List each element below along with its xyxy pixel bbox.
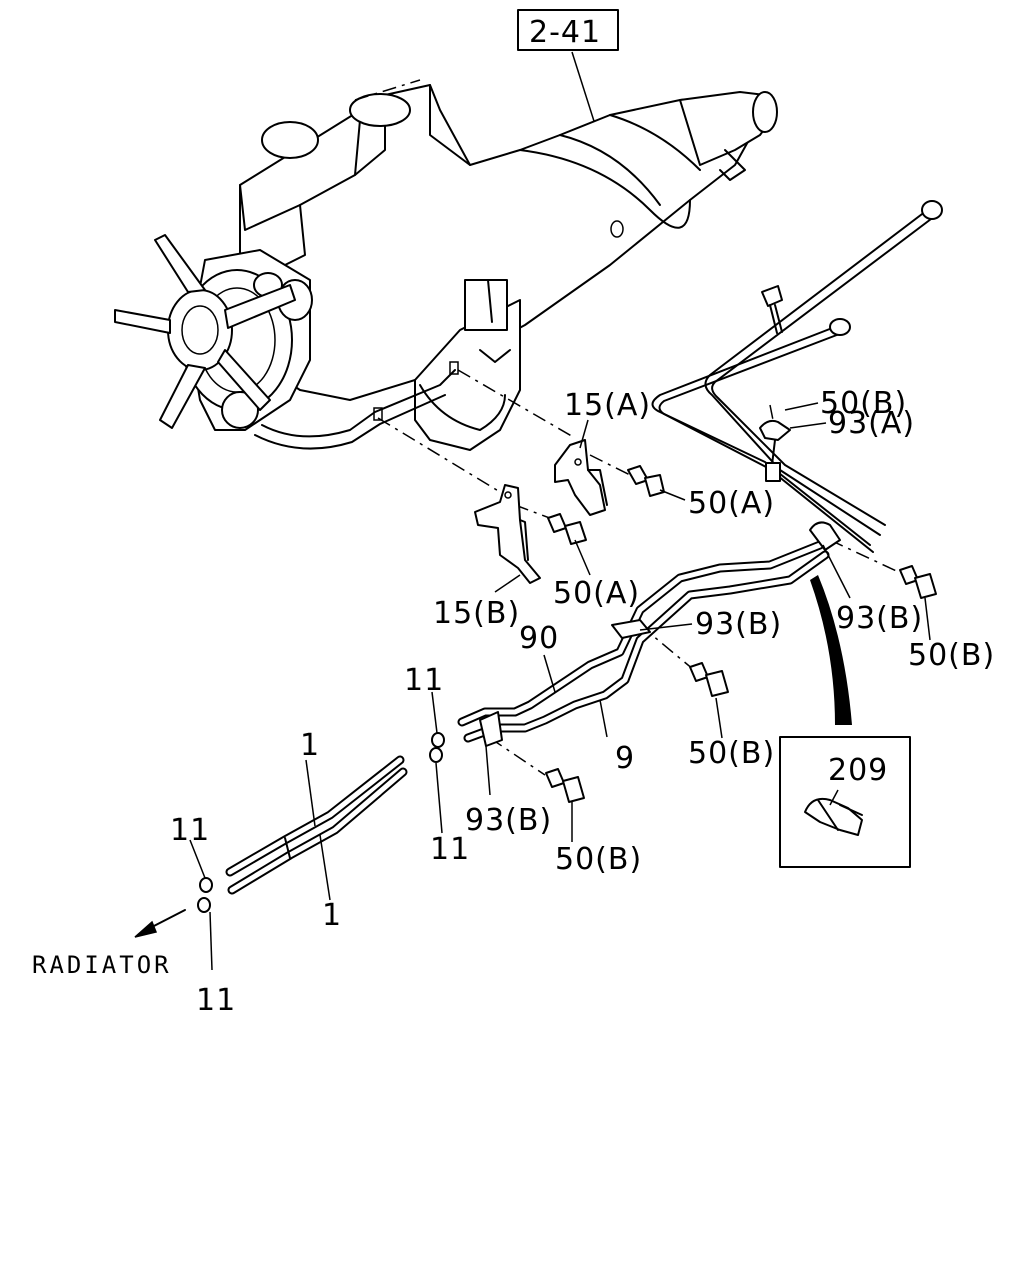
upper-cooler-pipes — [651, 200, 943, 553]
hose-clamp-11-top — [431, 732, 445, 748]
label-50a-lower: 50(A) — [553, 576, 640, 611]
hose-clamp-11-bottom — [197, 897, 211, 913]
label-15b: 15(B) — [433, 596, 520, 631]
label-9: 9 — [615, 741, 635, 776]
label-93b-mid: 93(B) — [695, 607, 782, 642]
cooler-tube-90 — [457, 540, 825, 727]
engine-transmission-assembly — [114, 79, 778, 451]
label-209: 209 — [828, 753, 888, 788]
label-11-left: 11 — [170, 813, 210, 848]
label-93b-low: 93(B) — [465, 803, 552, 838]
clip-93a — [759, 419, 791, 482]
label-1-top: 1 — [300, 728, 320, 763]
leader-lines — [189, 402, 931, 971]
hose-clamp-11-left — [199, 877, 213, 893]
hose-1 — [225, 755, 408, 895]
bolt-50b-mid — [689, 662, 729, 697]
clip-93b-mid — [611, 619, 651, 639]
bracket-15b — [474, 484, 541, 584]
detail-callout-arrow — [810, 575, 852, 725]
label-50b-mid: 50(B) — [688, 736, 775, 771]
label-1-low: 1 — [322, 898, 342, 933]
detail-209-box — [779, 736, 911, 868]
clip-93b-low — [479, 711, 503, 747]
label-radiator: RADIATOR — [32, 951, 172, 979]
bolt-50b-top — [761, 285, 783, 334]
label-50b-top: 50(B) — [820, 386, 907, 421]
bolt-50b-right — [899, 565, 937, 599]
clip-93b-right — [809, 521, 841, 551]
cooler-tube-9 — [463, 550, 830, 743]
label-93a: 93(A) — [828, 406, 915, 441]
part-labels: 15(A) 50(B) 93(A) 50(A) 50(A) 15(B) 90 9… — [32, 386, 995, 1018]
bolt-50b-low — [545, 768, 585, 803]
bolt-50a-right — [627, 465, 665, 497]
label-11-mid: 11 — [430, 832, 470, 867]
label-90: 90 — [519, 621, 559, 656]
radiator-direction-arrow — [134, 909, 186, 938]
label-11-bottom: 11 — [196, 983, 236, 1018]
label-50b-low: 50(B) — [555, 842, 642, 877]
hose-clamp-11-mid — [429, 747, 443, 763]
label-93b-right: 93(B) — [836, 601, 923, 636]
reference-label: 2-41 — [529, 15, 601, 50]
label-50b-right: 50(B) — [908, 638, 995, 673]
cooling-fan — [114, 234, 296, 429]
label-15a: 15(A) — [564, 388, 651, 423]
label-50a-right: 50(A) — [688, 486, 775, 521]
label-11-top: 11 — [404, 663, 444, 698]
bolt-50a-lower — [547, 513, 587, 545]
bracket-15a — [554, 439, 608, 516]
